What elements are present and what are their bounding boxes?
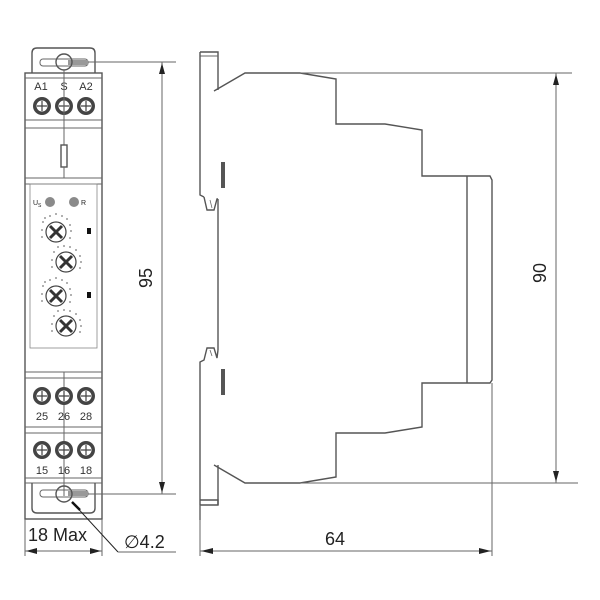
terminal-label-18: 18	[80, 465, 92, 477]
relay-indicator-label: R	[81, 200, 86, 207]
dimension-64-label: 64	[325, 529, 345, 549]
dimension-90: 90	[300, 72, 578, 484]
terminal-label-25: 25	[36, 411, 48, 423]
relay-led-icon	[69, 197, 79, 207]
terminal-label-16: 16	[58, 465, 70, 477]
top-mounting-clip	[31, 47, 96, 73]
dimension-95-label: 95	[136, 268, 156, 288]
dimension-18-max: 18 Max	[24, 519, 103, 556]
terminal-label-28: 28	[80, 411, 92, 423]
clip-slot-bottom	[221, 369, 225, 395]
bottom-terminal-screws-row2	[33, 441, 95, 459]
terminal-label-a2: A2	[79, 81, 92, 93]
dimension-64: 64	[199, 383, 493, 556]
supply-led-icon	[45, 197, 55, 207]
side-profile-outline	[213, 72, 493, 484]
dial-3-time-range	[41, 277, 91, 307]
svg-text:S: S	[38, 203, 42, 209]
front-panel	[29, 183, 98, 349]
terminal-label-26: 26	[58, 411, 70, 423]
dial-2-time-set	[51, 245, 82, 273]
bottom-terminal-screws-row1	[33, 387, 95, 405]
dimension-18-max-label: 18 Max	[28, 525, 87, 545]
clip-slot-top	[221, 162, 225, 188]
terminal-label-a1: A1	[34, 81, 47, 93]
dial-1-time-range	[41, 213, 91, 243]
dimension-hole-diameter: ∅4.2	[71, 501, 176, 553]
top-mounting-hole	[39, 53, 89, 71]
hole-diameter-label: ∅4.2	[124, 532, 165, 552]
terminal-label-15: 15	[36, 465, 48, 477]
side-view	[199, 51, 493, 520]
supply-indicator-label: U	[33, 200, 38, 207]
dimension-90-label: 90	[530, 263, 550, 283]
dimension-95: 95	[88, 61, 176, 495]
dial-4-time-set	[51, 309, 82, 337]
front-view: A1 S A2 U S R	[24, 47, 103, 520]
bottom-mounting-clip	[31, 483, 96, 514]
fuse-symbol	[60, 144, 68, 168]
